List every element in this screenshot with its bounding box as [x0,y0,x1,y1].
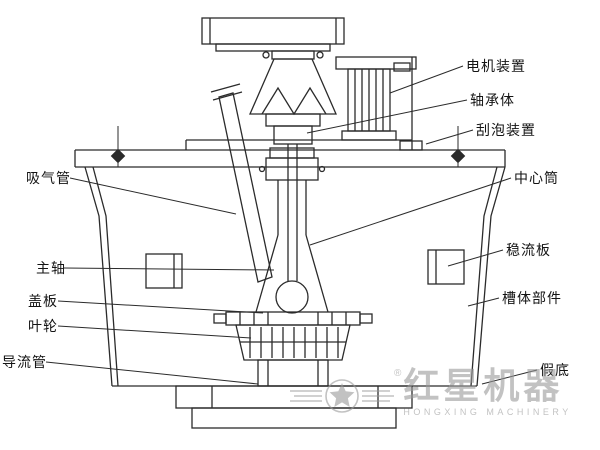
label-guide-tube: 导流管 [2,354,47,370]
leader-guide [45,361,259,385]
stabilizer-plates [145,249,465,289]
leader-suction [69,177,237,215]
machine-base [175,385,413,429]
shaft-coupling [262,50,324,60]
bearing-housing [249,58,337,145]
label-motor-device: 电机装置 [466,58,526,74]
label-center-tube: 中心筒 [514,170,559,186]
label-false-bottom: 假底 [540,362,570,378]
leader-tank [467,297,500,307]
leader-stabilizer [447,249,504,267]
leader-false-bottom [481,369,538,385]
label-bearing-body: 轴承体 [470,92,515,108]
suction-pipe [210,83,273,283]
leader-main-shaft [63,267,275,271]
label-cover-plate: 盖板 [28,293,58,309]
top-beam [201,17,345,52]
label-scraper-device: 刮泡装置 [476,122,536,138]
leader-cover [57,300,264,314]
leader-scraper [425,129,474,145]
tank-body [84,166,506,387]
label-stabilizer-plate: 稳流板 [506,242,551,258]
deck-rim [74,126,506,168]
leader-impeller [57,325,252,339]
motor-assembly [335,56,417,141]
label-suction-pipe: 吸气管 [26,170,71,186]
label-impeller: 叶轮 [28,318,58,334]
center-tube-and-shaft [255,144,329,314]
label-main-shaft: 主轴 [36,260,66,276]
label-tank-body: 槽体部件 [502,290,562,306]
leader-lines [45,65,538,385]
leader-motor [389,65,464,94]
leader-bearing [306,99,468,134]
leader-center-tube [309,177,512,246]
impeller-assembly [213,311,373,387]
